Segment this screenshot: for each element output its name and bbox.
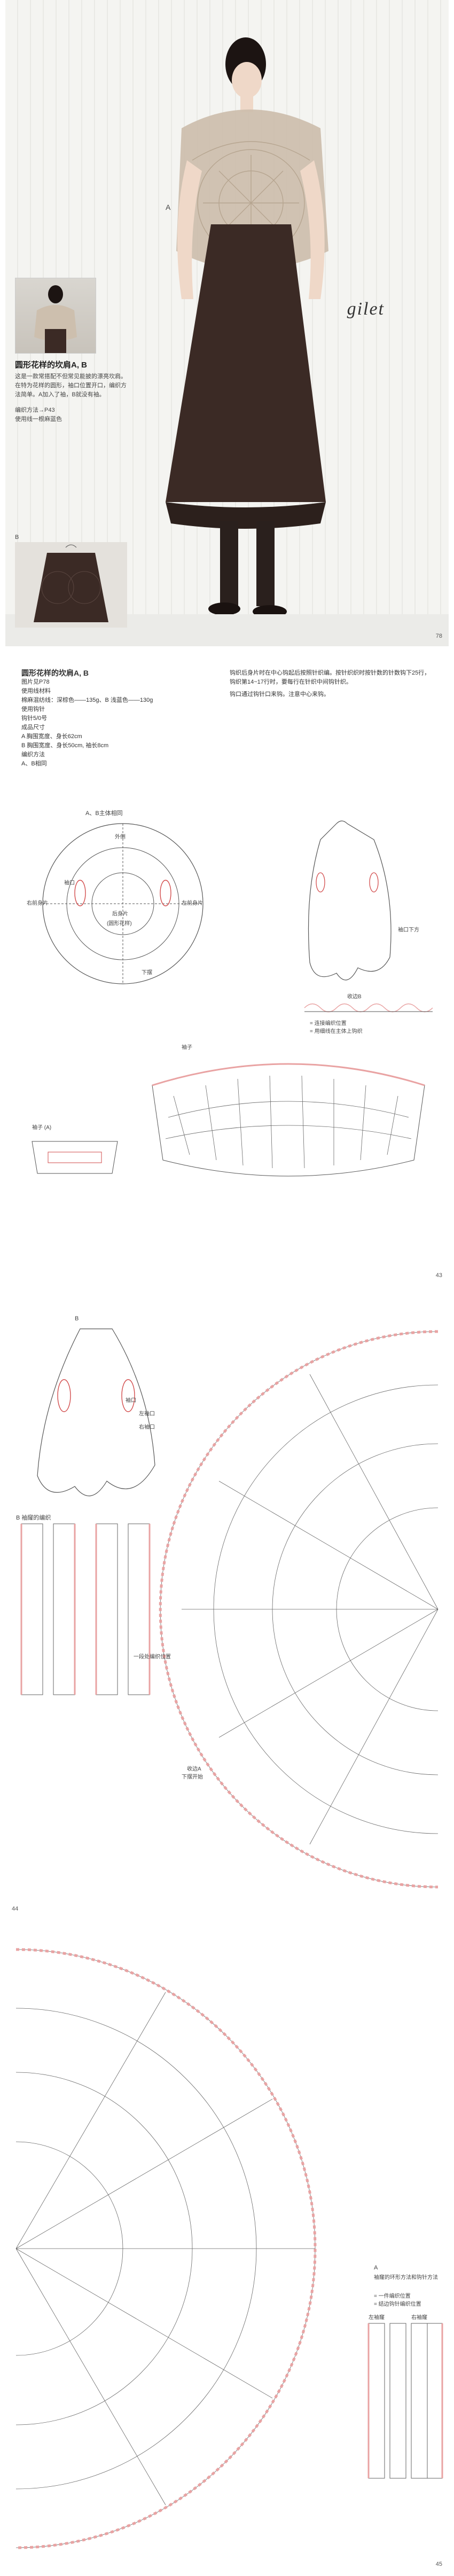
garment-outline	[308, 820, 392, 981]
diagram-title: A、B主体相同	[85, 810, 123, 817]
circle-chart-other-half	[15, 1948, 317, 2549]
item-description: 这是一款常搭配不但常见能披的漂亮坎肩。在特为花样的圆形，袖口位置开口，编织方法简…	[15, 373, 127, 398]
label-b: B	[75, 1316, 79, 1322]
label-front-right: 右前身片	[27, 901, 48, 906]
label-left: 左袖窿	[369, 2315, 385, 2321]
label-hem: 下摆	[142, 970, 152, 976]
label-outer: 外侧	[115, 834, 126, 840]
sleeve-chart	[152, 1063, 425, 1177]
legend-1: = 连接编织位置	[310, 1021, 347, 1027]
label-edge-a: 收边A	[187, 1766, 201, 1772]
method-ref: 编织方法→P43	[15, 407, 55, 413]
label-circle: (圆形花样)	[107, 921, 132, 927]
photo-ref: 图片见P78	[21, 679, 50, 685]
legend-2: = 用细线在主体上钩织	[310, 1029, 363, 1035]
label-a: A	[166, 203, 171, 212]
label-a: A	[374, 2265, 378, 2271]
label-back: 后身片	[112, 911, 128, 917]
label-edging: 收边B	[347, 994, 362, 1000]
materials-label: 使用线材料	[21, 688, 51, 694]
thumbnail-b	[15, 542, 127, 630]
label-b-sleeve: B 袖窿的编织	[16, 1515, 51, 1521]
chart-page-right: A 袖窿的环形方法和钩针方法 = 一件编织位置 = 结边钩针编织位置 左袖窿 右…	[5, 1923, 449, 2576]
hook-size: 钩针5/0号	[21, 715, 48, 722]
thumbnail-a	[15, 278, 96, 354]
legend-2: = 结边钩针编织位置	[374, 2301, 421, 2307]
photo-page: A gilet 圆形花样的坎肩A, B 这是一款常搭配不但常见能披的漂亮坎肩。在…	[5, 0, 449, 654]
item-title: 圆形花样的坎肩A, B	[15, 361, 88, 370]
size-b: B 胸围宽度、身长50cm, 袖长8cm	[21, 742, 109, 749]
pattern-title: 圆形花样的坎肩A, B	[21, 669, 89, 677]
label-connect: 一段处编织位置	[134, 1654, 171, 1660]
instruction-page: 圆形花样的坎肩A, B 图片见P78 使用线材料 棉麻混纺线：深棕色——135g…	[5, 658, 449, 1286]
label-sleeve-opening: 袖口	[126, 1398, 136, 1404]
page-number: 43	[435, 1272, 442, 1279]
label-sleeve-a: 袖子 (A)	[32, 1125, 52, 1131]
edging-strip	[304, 1003, 433, 1013]
instruction-text: 钩织后身片时在中心钩起后按照针织编。按针织织时按针数的针数钩下25行，钩织第14…	[230, 670, 430, 685]
yarn-line: 棉麻混纺线：深棕色——135g、B 浅蓝色——130g	[21, 697, 153, 703]
label-sleeve-detail: 袖口下方	[398, 927, 419, 933]
body-diagram	[42, 823, 203, 984]
legend-1: = 一件编织位置	[374, 2293, 411, 2299]
instruction-text-2: 钩口通过钩针口来钩。注意中心来钩。	[230, 691, 330, 698]
page-number: 45	[435, 2561, 442, 2567]
materials-block: 圆形花样的坎肩A, B 图片见P78 使用线材料 棉麻混纺线：深棕色——135g…	[21, 669, 198, 769]
model-photo	[5, 37, 449, 646]
left-column: 圆形花样的坎肩A, B 这是一款常搭配不但常见能披的漂亮坎肩。在特为花样的圆形，…	[15, 278, 127, 424]
garment-b-outline	[37, 1328, 155, 1497]
method-label: 编织方法	[21, 751, 45, 758]
instructions-block: 钩织后身片时在中心钩起后按照针织编。按针织织时按针数的针数钩下25行，钩织第14…	[230, 669, 433, 699]
label-b: B	[15, 534, 19, 541]
sleeve-a-sketch	[32, 1141, 118, 1174]
hook-label: 使用钩针	[21, 706, 45, 712]
label-right: 右袖窿	[411, 2315, 427, 2321]
label-left-sleeve: 左袖口	[139, 1411, 155, 1417]
gilet-title: gilet	[347, 299, 385, 319]
size-a: A 胸围宽度、身长62cm	[21, 733, 82, 740]
size-label: 成品尺寸	[21, 724, 45, 731]
method-value: A、B相同	[21, 761, 47, 767]
sleeve-strips	[20, 1523, 151, 1695]
label-sleeve-opening: 袖口	[64, 880, 75, 886]
label-front-left: 左前身片	[182, 901, 203, 906]
sleeve-strips-a	[367, 2323, 443, 2479]
label-start: 下摆开始	[182, 1774, 203, 1780]
page-number: 78	[435, 633, 442, 639]
yarn-note: 使用线一根麻蓝色	[15, 416, 62, 422]
label-sleeve: 袖子	[182, 1045, 192, 1051]
circle-chart-half	[159, 1330, 439, 1889]
label-right-sleeve: 右袖口	[139, 1424, 155, 1430]
chart-page-left: B 袖口 左袖口 右袖口 B 袖窿的编织 一段处编织位置 收边A 下摆开始 44	[5, 1289, 449, 1919]
sleeve-method-title: 袖窿的环形方法和钩针方法	[374, 2275, 438, 2281]
page-number: 44	[12, 1906, 19, 1912]
